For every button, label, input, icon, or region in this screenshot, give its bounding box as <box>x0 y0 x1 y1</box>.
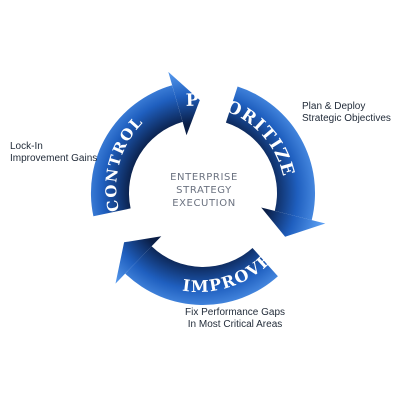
prioritize-annotation: Plan & Deploy Strategic Objectives <box>302 101 391 125</box>
control-annotation-line-2: Improvement Gains <box>10 153 98 164</box>
control-annotation: Lock-In Improvement Gains <box>10 141 97 165</box>
cycle-ring <box>90 71 326 305</box>
improve-annotation-line-1: Fix Performance Gaps <box>185 307 286 318</box>
control-annotation-line-1: Lock-In <box>10 141 43 152</box>
control-arrow-icon <box>168 71 200 136</box>
center-title-line-3: EXECUTION <box>172 198 236 209</box>
prioritize-segment <box>225 86 316 221</box>
improve-annotation: Fix Performance Gaps In Most Critical Ar… <box>185 307 285 331</box>
prioritize-annotation-line-2: Strategic Objectives <box>302 113 391 124</box>
improve-arrow-icon <box>115 236 162 284</box>
improve-annotation-line-2: In Most Critical Areas <box>187 319 283 330</box>
improve-segment <box>125 246 278 305</box>
center-title-line-1: ENTERPRISE <box>170 172 238 183</box>
prioritize-annotation-line-1: Plan & Deploy <box>302 101 366 112</box>
control-segment <box>90 85 183 217</box>
prioritize-arrow-icon <box>261 207 326 237</box>
center-title-line-2: STRATEGY <box>176 185 232 196</box>
